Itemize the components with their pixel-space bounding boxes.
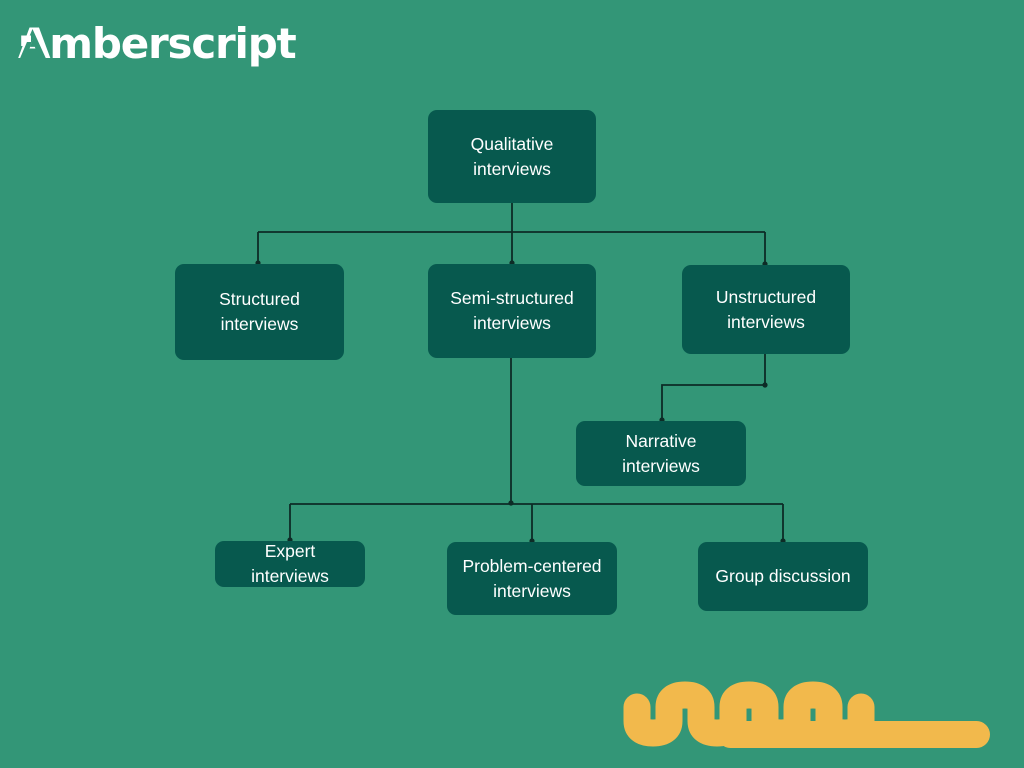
logo-wordmark: Amberscript bbox=[18, 19, 297, 68]
edge-endpoint-dot bbox=[508, 500, 514, 506]
node-qualitative-interviews[interactable]: Qualitative interviews bbox=[428, 110, 596, 203]
edge-unstructured-narrative bbox=[661, 354, 766, 421]
audio-waveform-squiggle-icon bbox=[623, 681, 990, 748]
edge-endpoint-dot bbox=[762, 382, 768, 388]
amberscript-logo: Amberscript bbox=[18, 16, 318, 72]
node-problem-centered-interviews[interactable]: Problem-centered interviews bbox=[447, 542, 617, 615]
node-unstructured-interviews[interactable]: Unstructured interviews bbox=[682, 265, 850, 354]
node-semi-structured-interviews[interactable]: Semi-structured interviews bbox=[428, 264, 596, 358]
node-structured-interviews[interactable]: Structured interviews bbox=[175, 264, 344, 360]
node-group-discussion[interactable]: Group discussion bbox=[698, 542, 868, 611]
node-expert-interviews[interactable]: Expert interviews bbox=[215, 541, 365, 587]
amberscript-a-mark-icon bbox=[18, 29, 48, 63]
node-narrative-interviews[interactable]: Narrative interviews bbox=[576, 421, 746, 486]
